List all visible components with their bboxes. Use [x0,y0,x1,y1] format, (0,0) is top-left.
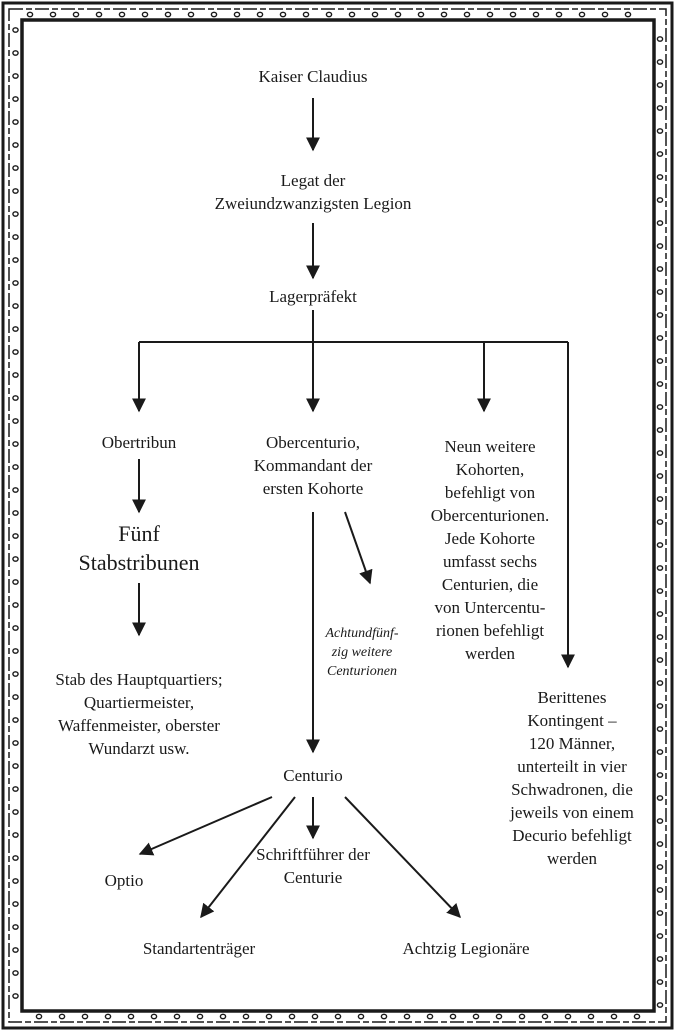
label-line: Legat der [280,171,346,190]
label-line: unterteilt in vier [517,757,627,776]
label-line: Centurionen [327,664,397,679]
label-line: Lagerpräfekt [269,287,357,306]
node-obertribun: Obertribun [69,431,209,454]
label-line: Kaiser Claudius [258,67,368,86]
arrow-centurio-to-optio [138,796,273,856]
arrow-centurio-to-standarten [200,796,296,919]
label-line: 120 Männer, [528,734,616,753]
label-line: Achtundfünf- [325,626,399,641]
label-line: jeweils von einem [510,803,634,822]
node-achtzig-legionaere: Achtzig Legionäre [381,937,551,960]
label-line: Wundarzt usw. [88,739,190,758]
label-line: ersten Kohorte [262,479,364,498]
label-line: werden [464,644,516,663]
label-line: Obertribun [101,433,177,452]
label-line: Zweiundzwanzigsten Legion [214,194,412,213]
node-kaiser-claudius: Kaiser Claudius [213,65,413,88]
label-line: Kontingent – [527,711,617,730]
node-lagerpraefekt: Lagerpräfekt [233,285,393,308]
node-centurio: Centurio [243,764,383,787]
label-line: Neun weitere [444,437,536,456]
label-line: Achtzig Legionäre [402,939,530,958]
arrow-obercenturio-to-achtundfuenfzig [344,511,373,585]
label-line: Schriftführer der [256,845,370,864]
label-line: Stab des Hauptquartiers; [55,670,223,689]
label-line: Waffenmeister, oberster [58,716,220,735]
label-line: Kohorten, [455,460,525,479]
label-line: Jede Kohorte [444,529,536,548]
label-line: zig weitere [331,645,393,660]
label-line: werden [546,849,598,868]
node-stab-hauptquartier: Stab des Hauptquartiers; Quartiermeister,… [14,668,264,760]
label-line: Kommandant der [253,456,373,475]
label-line: von Untercentu- [434,598,546,617]
label-line: Decurio befehligt [512,826,632,845]
label-line: Optio [104,871,144,890]
label-line: Centurio [283,766,343,785]
label-line: Standartenträger [142,939,256,958]
label-line: Stabstribunen [78,550,200,575]
label-line: Fünf [118,521,160,546]
node-optio: Optio [74,869,174,892]
label-line: umfasst sechs [443,552,537,571]
label-line: Berittenes [537,688,607,707]
label-line: Schwadronen, die [511,780,633,799]
label-line: befehligt von [444,483,536,502]
label-line: Obercenturionen. [430,506,550,525]
node-standartentraeger: Standartenträger [114,937,284,960]
label-line: Obercenturio, [266,433,360,452]
label-line: Quartiermeister, [83,693,195,712]
label-line: Centurien, die [441,575,539,594]
node-obercenturio: Obercenturio, Kommandant der ersten Kohort… [228,431,398,500]
label-line: rionen befehligt [435,621,545,640]
arrow-centurio-to-achtzig [344,796,461,919]
label-line: Centurie [283,868,343,887]
